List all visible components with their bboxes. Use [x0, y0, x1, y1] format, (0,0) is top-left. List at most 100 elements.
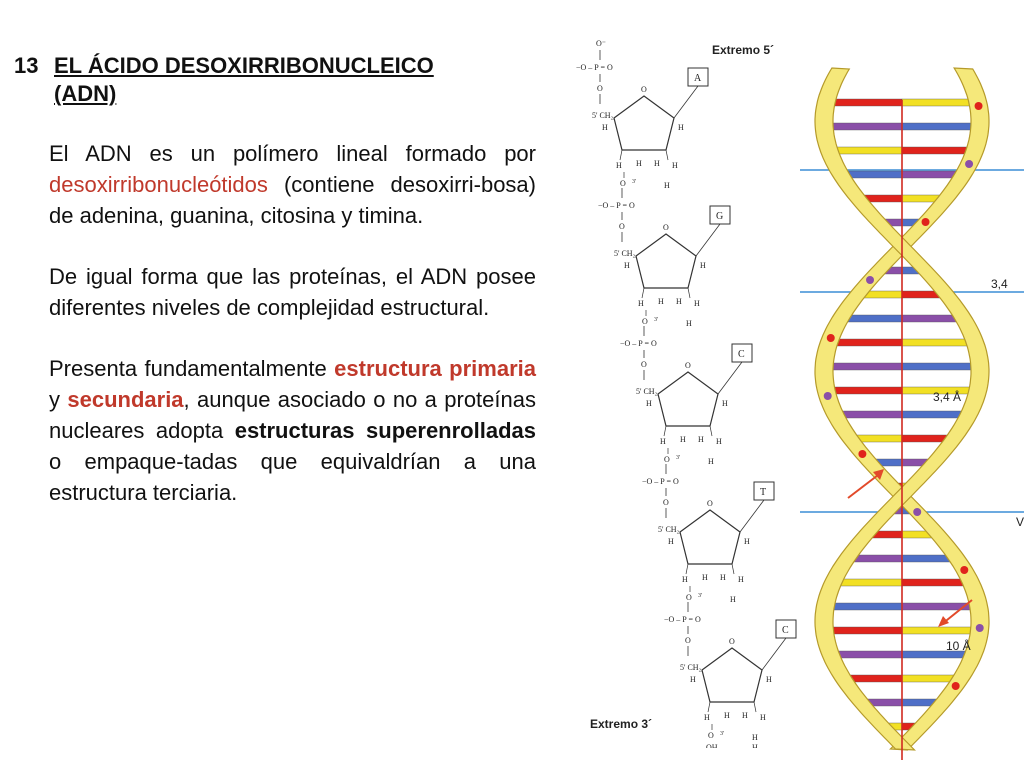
- p3-text-3: , aunque asociado o no a proteínas nucle…: [49, 387, 536, 443]
- label-3-4-angstrom: 3,4 Å: [933, 389, 961, 404]
- h-label: H: [602, 123, 608, 132]
- ring-oxygen-label: O: [707, 499, 713, 508]
- phosphate-dot-10: [951, 682, 960, 690]
- base-letter-t: T: [760, 487, 766, 498]
- h-label: H: [742, 711, 748, 720]
- h-label: H: [660, 437, 666, 446]
- h-label: H: [702, 573, 708, 582]
- phosphate-dot-9: [975, 624, 984, 632]
- sugar-ring: [613, 95, 675, 151]
- oh-label: OH: [706, 743, 718, 748]
- h-label: H: [766, 675, 772, 684]
- bond-line: [707, 701, 711, 713]
- h-label: H: [686, 319, 692, 328]
- phosphate-label: −O – P = O: [576, 63, 613, 72]
- phosphate-dot-8: [960, 566, 969, 574]
- p1-text-2: (contiene desoxirri-bosa) de adenina, gu…: [49, 172, 536, 228]
- bond-line: [665, 149, 669, 161]
- phosphate-label: −O – P = O: [642, 477, 679, 486]
- base-letter-c: C: [782, 625, 789, 636]
- strand-bottom-label: Extremo 3´: [590, 717, 652, 731]
- arrow-up: [847, 469, 884, 499]
- h-label: H: [760, 713, 766, 722]
- o-minus-label: O⁻: [596, 39, 606, 48]
- p3-text-1: Presenta fundamentalmente: [49, 356, 335, 381]
- h-label: H: [700, 261, 706, 270]
- bond-line: [739, 499, 765, 533]
- phosphate-dot-6: [858, 450, 867, 458]
- h-label: H: [690, 675, 696, 684]
- ch2-label: 5' CH₂: [636, 387, 658, 396]
- h-label: H: [636, 159, 642, 168]
- phosphate-dot-7: [913, 508, 922, 516]
- oxygen-label: O: [641, 360, 647, 369]
- rung-left-12: [825, 386, 903, 395]
- sugar-ring: [679, 509, 741, 565]
- h-label: H: [708, 457, 714, 466]
- h-label: H: [716, 437, 722, 446]
- prime-3-label: 3': [698, 593, 702, 599]
- phosphate-label: −O – P = O: [620, 339, 657, 348]
- phosphate-dot-1: [965, 160, 974, 168]
- ch2-label: 5' CH₂: [614, 249, 636, 258]
- oxygen-3-label: O: [642, 317, 648, 326]
- prime-3-label: 3': [632, 179, 636, 185]
- bond-line: [685, 563, 689, 575]
- h-label: H: [654, 159, 660, 168]
- oxygen-3-label: O: [686, 593, 692, 602]
- bond-line: [709, 425, 713, 437]
- bond-line: [731, 563, 735, 575]
- oxygen-label: O: [685, 636, 691, 645]
- oxygen-3-label: O: [664, 455, 670, 464]
- paragraph-2: De igual forma que las proteínas, el ADN…: [49, 261, 536, 323]
- h-label: H: [730, 595, 736, 604]
- phosphate-dot-3: [866, 276, 875, 284]
- strand-top-label: Extremo 5´: [712, 43, 774, 57]
- ring-oxygen-label: O: [729, 637, 735, 646]
- ch2-label: 5' CH₂: [592, 111, 614, 120]
- base-letter-a: A: [694, 73, 702, 84]
- h-label: H: [624, 261, 630, 270]
- label-v-edge: V: [1016, 515, 1024, 529]
- h-label: H: [658, 297, 664, 306]
- rung-left-22: [824, 626, 903, 635]
- h-label: H: [668, 537, 674, 546]
- dna-strand-diagram: Extremo 5´ Extremo 3´ O⁻ −O – P = O O 5' CH…: [576, 39, 797, 748]
- bond-line: [717, 361, 743, 395]
- sugar-ring: [701, 647, 763, 703]
- h-label: H: [680, 435, 686, 444]
- rung-left-21: [825, 602, 903, 611]
- text-column: 13 EL ÁCIDO DESOXIRRIBONUCLEICO (ADN) El…: [14, 52, 536, 530]
- label-10-angstrom: 10 Å: [946, 638, 971, 653]
- section-heading: 13 EL ÁCIDO DESOXIRRIBONUCLEICO (ADN): [14, 52, 536, 108]
- base-letter-g: G: [716, 211, 723, 222]
- rung-left-2: [828, 146, 903, 155]
- section-number: 13: [14, 53, 39, 78]
- section-title-line1: EL ÁCIDO DESOXIRRIBONUCLEICO: [54, 53, 434, 78]
- oxygen-3-label: O: [620, 179, 626, 188]
- paragraph-3: Presenta fundamentalmente estructura pri…: [49, 353, 536, 508]
- prime-3-label: 3': [676, 455, 680, 461]
- rung-right-22: [901, 626, 980, 635]
- sugar-ring: [657, 371, 719, 427]
- bond-line: [687, 287, 691, 299]
- oxygen-label: O: [597, 84, 603, 93]
- base-letter-c: C: [738, 349, 745, 360]
- bond-line: [663, 425, 667, 437]
- sugar-phosphate-backbones: [814, 67, 990, 751]
- bond-line: [761, 637, 787, 671]
- h-label: H: [678, 123, 684, 132]
- h-label: H: [752, 743, 758, 748]
- label-3-4-edge: 3,4: [991, 277, 1008, 291]
- phosphate-dot-0: [974, 102, 983, 110]
- ring-oxygen-label: O: [641, 85, 647, 94]
- ch2-label: 5' CH₂: [680, 663, 702, 672]
- bond-line: [753, 701, 757, 713]
- rung-right-2: [901, 146, 976, 155]
- phosphate-label: −O – P = O: [664, 615, 701, 624]
- oxygen-label: O: [663, 498, 669, 507]
